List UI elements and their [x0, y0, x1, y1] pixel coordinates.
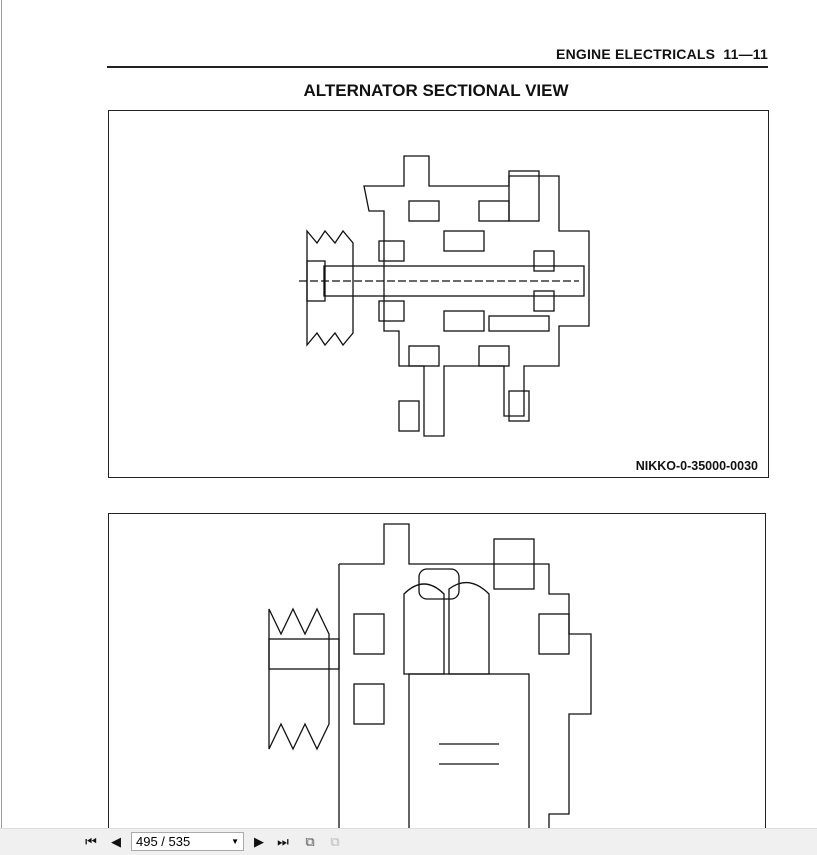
- page-selector-value: 495 / 535: [136, 834, 191, 849]
- section-title: ENGINE ELECTRICALS: [556, 46, 716, 62]
- page-header: ENGINE ELECTRICALS 11—11: [556, 46, 768, 62]
- pdf-navigation-toolbar: ⏮ ◀ 495 / 535 ▼ ▶ ⏭ ⧉ ⧉: [0, 828, 817, 855]
- page-selector[interactable]: 495 / 535 ▼: [131, 832, 244, 851]
- last-page-button[interactable]: ⏭: [274, 833, 292, 851]
- fit-width-button[interactable]: ⧉: [326, 833, 344, 851]
- header-rule: [107, 66, 768, 68]
- figure-alternator-section-1: NIKKO-0-35000-0030: [108, 110, 769, 478]
- alternator-drawing-1: [299, 155, 590, 437]
- next-page-icon: ▶: [254, 834, 264, 849]
- page-number: 11—11: [723, 46, 768, 62]
- last-page-icon: ⏭: [277, 834, 289, 849]
- chevron-down-icon: ▼: [231, 837, 239, 846]
- first-page-button[interactable]: ⏮: [82, 833, 100, 851]
- page-title: ALTERNATOR SECTIONAL VIEW: [303, 81, 569, 100]
- prev-page-button[interactable]: ◀: [108, 833, 124, 851]
- alternator-drawing-2: [268, 523, 592, 844]
- first-page-icon: ⏮: [85, 834, 97, 849]
- page-edge: [1, 0, 2, 828]
- next-page-button[interactable]: ▶: [251, 833, 267, 851]
- figure-alternator-section-2: [108, 513, 766, 844]
- fit-page-icon: ⧉: [305, 834, 315, 849]
- fit-width-icon: ⧉: [330, 834, 340, 849]
- prev-page-icon: ◀: [111, 834, 121, 849]
- fit-page-button[interactable]: ⧉: [301, 833, 319, 851]
- figure-label: NIKKO-0-35000-0030: [635, 459, 758, 473]
